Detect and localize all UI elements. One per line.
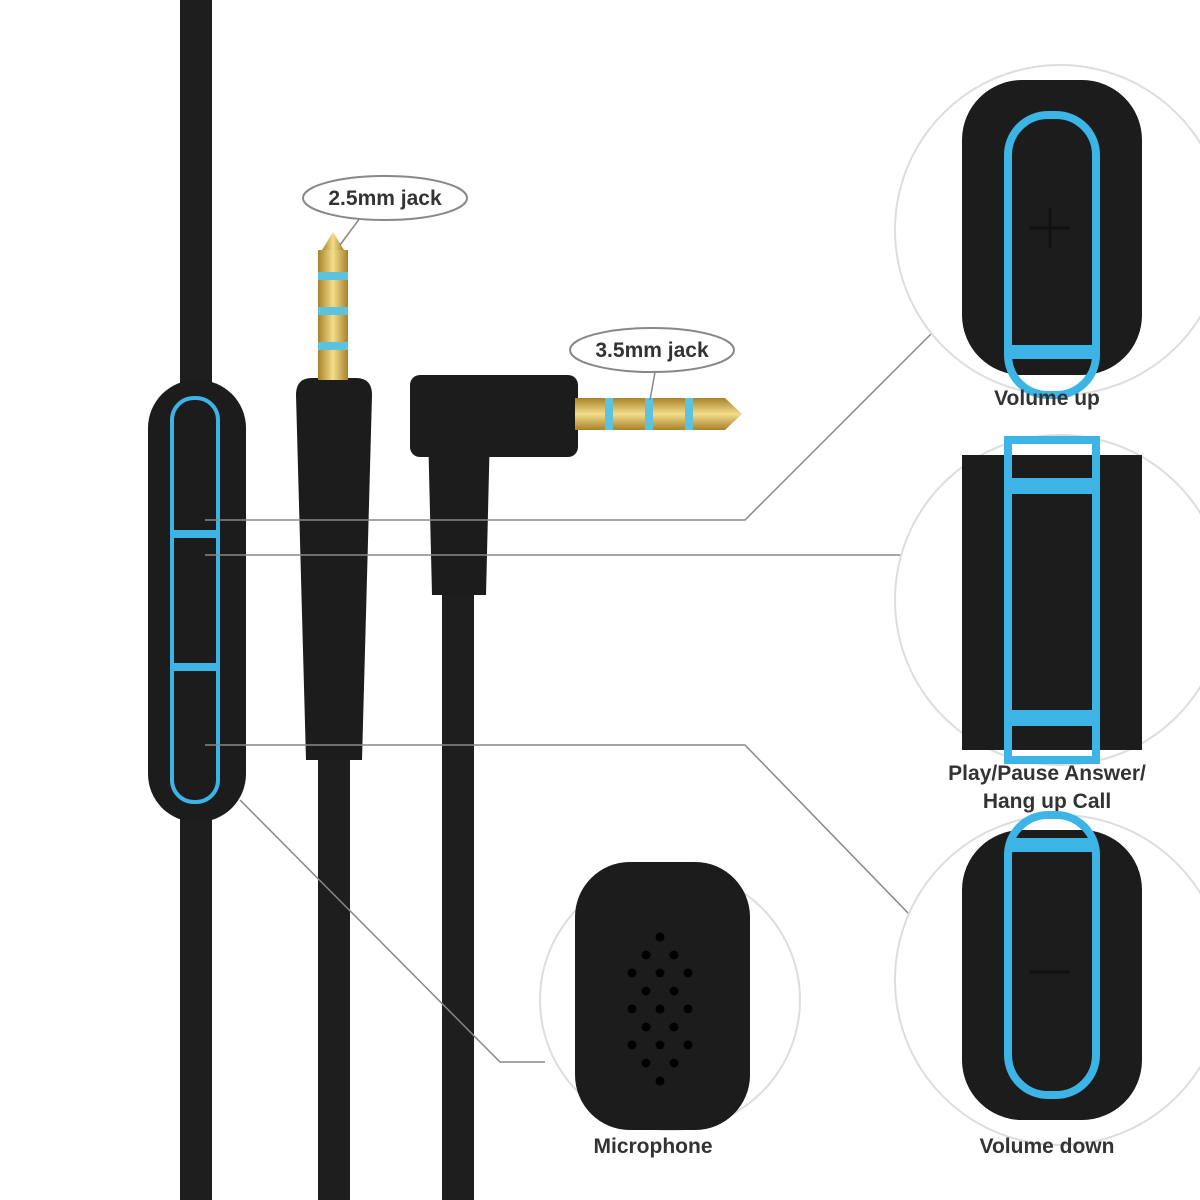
inline-remote bbox=[148, 380, 246, 822]
label-text: 2.5mm jack bbox=[328, 187, 442, 210]
mic-hole bbox=[683, 968, 693, 978]
mic-hole bbox=[655, 968, 665, 978]
detail-volume-up: Volume up bbox=[894, 64, 1200, 410]
label-text: Play/Pause Answer/ bbox=[948, 762, 1146, 785]
plug-3-5mm bbox=[410, 375, 742, 1200]
mic-hole bbox=[669, 1022, 679, 1032]
mic-hole bbox=[641, 986, 651, 996]
mic-hole bbox=[669, 986, 679, 996]
mic-hole bbox=[683, 1004, 693, 1014]
label-3-5mm-jack: 3.5mm jack bbox=[569, 327, 735, 401]
label-text: Hang up Call bbox=[983, 790, 1111, 813]
mic-hole bbox=[655, 1040, 665, 1050]
mic-hole bbox=[641, 1058, 651, 1068]
mic-hole bbox=[669, 1058, 679, 1068]
mic-hole bbox=[655, 932, 665, 942]
mic-hole bbox=[627, 1040, 637, 1050]
label-text: Volume down bbox=[980, 1135, 1115, 1158]
callout-lines bbox=[205, 324, 941, 1063]
detail-play-pause: Play/Pause Answer/ Hang up Call bbox=[894, 434, 1200, 813]
detail-volume-down: Volume down bbox=[894, 811, 1200, 1158]
mic-hole bbox=[683, 1040, 693, 1050]
microphone-grille-icon bbox=[627, 932, 693, 1086]
mic-hole bbox=[627, 968, 637, 978]
label-text: Volume up bbox=[994, 387, 1100, 410]
plus-icon bbox=[1030, 208, 1070, 248]
mic-hole bbox=[627, 1004, 637, 1014]
detail-microphone: Microphone bbox=[539, 862, 801, 1158]
mic-hole bbox=[641, 1022, 651, 1032]
mic-hole bbox=[669, 950, 679, 960]
label-2-5mm-jack: 2.5mm jack bbox=[302, 175, 468, 246]
plug-2-5mm bbox=[296, 232, 372, 1200]
mic-hole bbox=[641, 950, 651, 960]
label-text: 3.5mm jack bbox=[595, 339, 709, 362]
mic-hole bbox=[655, 1076, 665, 1086]
mic-hole bbox=[655, 1004, 665, 1014]
label-text: Microphone bbox=[594, 1135, 713, 1158]
